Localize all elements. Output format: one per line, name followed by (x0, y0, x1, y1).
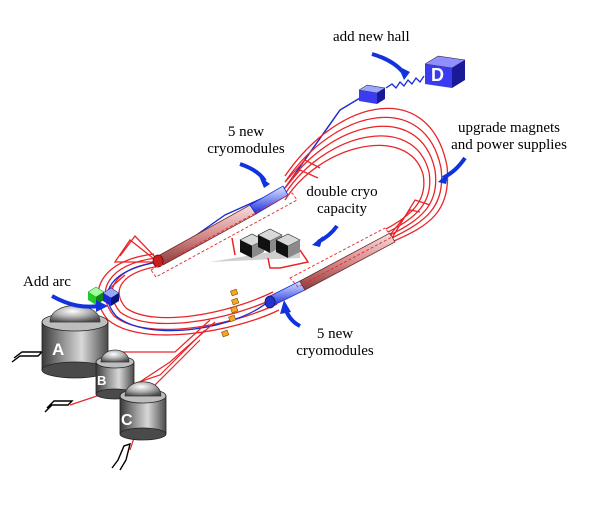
label-new-cryomodules-bottom-line1: 5 new (316, 326, 354, 342)
arrow-to-hall-d (371, 52, 410, 80)
label-new-cryomodules-top: 5 new cryomodules (203, 124, 289, 158)
hall-d-letter: D (431, 65, 444, 85)
hall-d: D (358, 55, 466, 104)
callout-arrows (51, 52, 467, 328)
south-linac (264, 227, 396, 309)
label-upgrade-magnets-line1: upgrade magnets (457, 120, 561, 136)
label-new-cryomodules-bottom: 5 new cryomodules (286, 326, 384, 360)
label-double-cryo-line1: double cryo (306, 184, 378, 200)
hall-a-letter: A (52, 340, 64, 359)
north-linac (150, 185, 298, 278)
arrow-to-bottom-cryomodules (280, 300, 301, 328)
upgrade-magnets (221, 288, 240, 338)
label-double-cryo: double cryo capacity (301, 184, 383, 218)
label-new-cryomodules-top-line1: 5 new (227, 124, 265, 140)
label-new-cryomodules-bottom-line2: cryomodules (296, 343, 374, 359)
hall-b-letter: B (97, 373, 106, 388)
arrow-to-magnets (438, 156, 467, 184)
label-add-arc: Add arc (23, 274, 71, 290)
label-new-cryomodules-top-line2: cryomodules (207, 141, 285, 157)
label-double-cryo-line2: capacity (317, 201, 367, 217)
label-add-new-hall: add new hall (333, 29, 410, 45)
label-upgrade-magnets: upgrade magnets and power supplies (440, 120, 578, 154)
cryo-cube-3 (275, 233, 301, 258)
new-arc-cube (87, 286, 120, 306)
label-upgrade-magnets-line2: and power supplies (451, 137, 567, 153)
arrow-to-new-arc (51, 294, 108, 312)
hall-c-letter: C (121, 412, 133, 429)
cryo-plant (210, 228, 310, 269)
hall-end-stations (11, 351, 131, 471)
arrow-to-top-cryomodules (239, 162, 270, 188)
arrow-to-cryo-plant (312, 224, 339, 247)
hall-c-tank: C (119, 381, 167, 441)
